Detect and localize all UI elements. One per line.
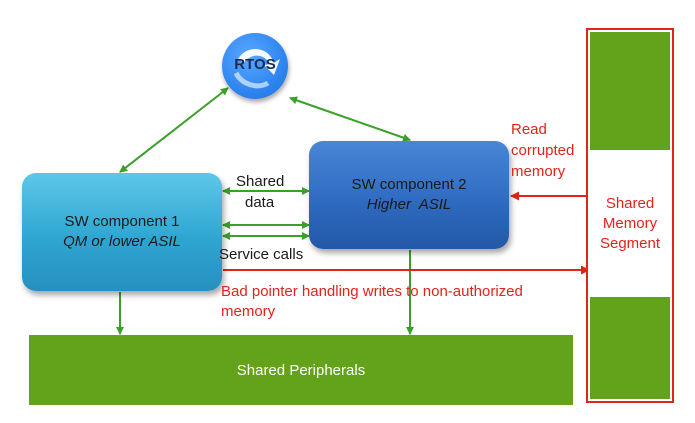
sw-component-1-title: SW component 1 <box>64 213 180 230</box>
shared-memory-block-top <box>590 32 670 150</box>
rtos-sw2-arrow <box>289 96 411 142</box>
rtos-label: RTOS <box>234 55 276 73</box>
read-corrupted-label-line3: memory <box>511 163 566 180</box>
shared-peripherals-label: Shared Peripherals <box>236 361 366 379</box>
read-corrupted-label-line1: Read <box>511 121 547 138</box>
sw-component-2-title: SW component 2 <box>351 176 467 193</box>
sw-component-2-subtitle: Higher ASIL <box>366 196 452 213</box>
shared-memory-label-line2: Memory <box>602 214 658 232</box>
bad-pointer-label-line2: memory <box>221 303 276 320</box>
shared-memory-label-line1: Shared <box>605 194 655 212</box>
shared-memory-label-line3: Segment <box>599 234 661 252</box>
shared-memory-label: Shared Memory Segment <box>590 150 670 297</box>
bad-pointer-label-line1: Bad pointer handling writes to non-autho… <box>221 283 523 300</box>
sw-component-2: SW component 2 Higher ASIL <box>309 141 509 249</box>
shared-data-label-line1: Shared <box>236 173 285 190</box>
shared-memory-block-bottom <box>590 297 670 399</box>
sw-component-1-subtitle: QM or lower ASIL <box>63 233 181 250</box>
rtos-node: RTOS <box>222 33 288 99</box>
service-calls-label: Service calls <box>219 246 304 263</box>
shared-data-label-line2: data <box>245 194 275 211</box>
rtos-arrow-icon <box>233 48 280 89</box>
read-corrupted-label-line2: corrupted <box>511 142 575 159</box>
rtos-sw1-arrow <box>119 87 229 173</box>
shared-peripherals: Shared Peripherals <box>29 335 573 405</box>
sw-component-1: SW component 1 QM or lower ASIL <box>22 173 222 291</box>
